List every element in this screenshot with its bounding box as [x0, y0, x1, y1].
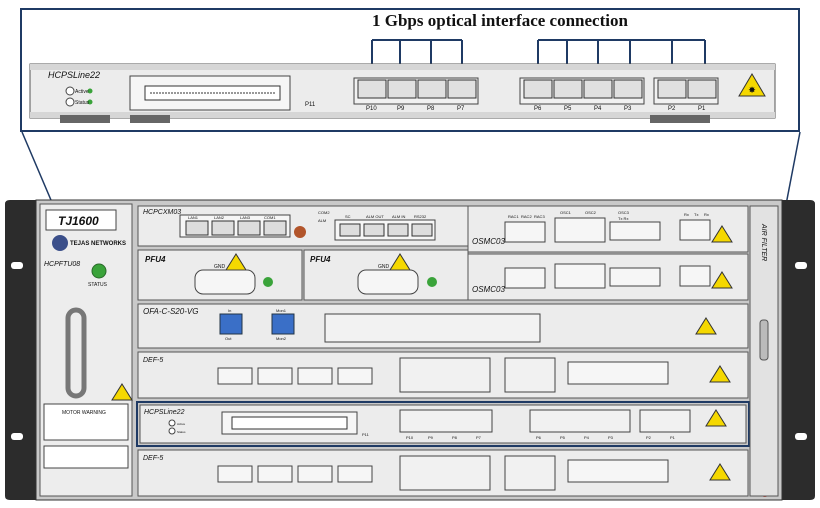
air-filter-label: AIR FILTER [760, 223, 767, 261]
cxm-port-lan1: LAN1 [188, 215, 199, 220]
lc-port-p4: P4 [584, 435, 590, 440]
line-card-warning-icon [705, 409, 727, 427]
pfu1-label: PFU4 [145, 255, 166, 264]
cxm-port-com1: COM1 [264, 215, 276, 220]
line-card-connector-label: P11 [362, 432, 370, 437]
port-label-p10: P10 [366, 106, 377, 112]
lc-port-p6: P6 [536, 435, 542, 440]
pfu2-gnd-label: GND [378, 264, 390, 270]
port-label-p9: P9 [397, 106, 405, 112]
model-label: TJ1600 [58, 214, 99, 228]
lc-port-p7: P7 [476, 435, 482, 440]
def1-warning-icon [709, 365, 731, 383]
def1-label: DEF-5 [143, 357, 163, 364]
ofa-label: OFA-C-S20-VG [143, 307, 198, 316]
osmc1-label: OSMC03 [472, 237, 505, 246]
ofa-warning-icon [695, 317, 717, 335]
cxm-port-rs232: RS232 [414, 214, 427, 219]
port-label-p7: P7 [457, 106, 465, 112]
def2-label: DEF-5 [143, 455, 163, 462]
fan-unit-label: HCPFTU08 [44, 261, 80, 268]
fan-status-label: STATUS [88, 282, 108, 288]
osmc-port-osc2: OSC2 [585, 210, 597, 215]
lc-port-p5: P5 [560, 435, 566, 440]
cxm-port-sc: SC [345, 214, 351, 219]
osmc-port-tx: Tx [694, 212, 698, 217]
cxm-port-alm-out: ALM OUT [366, 214, 384, 219]
rack-ear-right [782, 200, 815, 500]
warning-sticker [43, 403, 129, 441]
info-sticker [43, 445, 129, 469]
tejas-logo-icon [52, 235, 68, 251]
callout-title: 1 Gbps optical interface connection [372, 11, 628, 30]
line-card-status-status: Status [177, 430, 186, 434]
lc-port-p9: P9 [428, 435, 434, 440]
lc-port-p8: P8 [452, 435, 458, 440]
cxm-port-com2: COM2 [318, 210, 330, 215]
osmc-port-osc1: OSC1 [560, 210, 572, 215]
ofa-label-mon1: Mon1 [276, 308, 287, 313]
line-card-highlight [136, 401, 750, 447]
lc-port-p2: P2 [646, 435, 652, 440]
osmc1-warning-icon [711, 225, 733, 243]
line-card-status-active: Active [177, 422, 186, 426]
cxm-port-labels: LAN1 LAN2 LAN3 COM1 COM2 ALM SC ALM OUT … [188, 210, 427, 223]
cxm-port-lan2: LAN2 [214, 215, 225, 220]
pfu1-gnd-label: GND [214, 264, 226, 270]
brand-label: TEJAS NETWORKS [70, 241, 126, 247]
line-card-port-labels: P10 P9 P8 P7 P6 P5 P4 P3 P2 P1 [406, 435, 676, 440]
osmc-port-osc3: OSC3 [618, 210, 630, 215]
laser-warning-icon [738, 73, 766, 97]
fan-handle[interactable] [65, 307, 87, 399]
port-label-p4: P4 [594, 106, 602, 112]
port-label-p8: P8 [427, 106, 435, 112]
ofa-port-labels: In Out Mon1 Mon2 [225, 308, 287, 341]
osmc-port-rx2: Rx [704, 212, 709, 217]
port-label-p1: P1 [698, 106, 706, 112]
fan-status-led [91, 263, 107, 279]
callout-port-labels: P10 P9 P8 P7 P6 P5 P4 P3 P2 P1 [366, 106, 706, 112]
port-label-p3: P3 [624, 106, 632, 112]
ofa-port-in[interactable] [219, 313, 243, 335]
cxm-port-lan3: LAN3 [240, 215, 251, 220]
callout-status-status: Status [75, 100, 90, 106]
callout-status-active: Active [75, 89, 89, 95]
port-label-p5: P5 [564, 106, 572, 112]
callout-board: ✸ [29, 63, 776, 123]
pfu2-label: PFU4 [310, 255, 331, 264]
osmc-port-txrx: Tx Rx [618, 216, 628, 221]
ofa-port-mon[interactable] [271, 313, 295, 335]
ofa-label-mon2: Mon2 [276, 336, 287, 341]
warning-sticker-label: MOTOR WARNING [62, 410, 106, 416]
osmc-port-labels: RAC1 RAC2 RAC3 OSC1 OSC2 OSC3 Tx Rx Rx T… [508, 210, 709, 221]
def2-warning-icon [709, 463, 731, 481]
fan-warning-icon [111, 383, 133, 401]
port-label-p2: P2 [668, 106, 676, 112]
callout-connector-label: P11 [305, 102, 316, 108]
osmc2-warning-icon [711, 271, 733, 289]
osmc2-label: OSMC03 [472, 285, 505, 294]
svg-text:✸: ✸ [748, 85, 756, 95]
cxm-label: HCPCXM03 [143, 209, 181, 216]
ofa-label-out: Out [225, 336, 232, 341]
lc-port-p10: P10 [406, 435, 414, 440]
cxm-port-alm: ALM [318, 218, 326, 223]
port-label-p6: P6 [534, 106, 542, 112]
cxm-knob-icon [294, 226, 306, 238]
ofa-label-in: In [228, 308, 231, 313]
line-card-label: HCPSLine22 [144, 409, 185, 416]
rack-ear-left [5, 200, 36, 500]
osmc-port-rac2: RAC2 [521, 214, 532, 219]
model-plate [45, 209, 117, 231]
osmc-port-rac1: RAC1 [508, 214, 519, 219]
cxm-port-alm-in: ALM IN [392, 214, 405, 219]
osmc-port-rx1: Rx [684, 212, 689, 217]
osmc-port-rac3: RAC3 [534, 214, 545, 219]
lc-port-p3: P3 [608, 435, 614, 440]
lc-port-p1: P1 [670, 435, 676, 440]
callout-board-label: HCPSLine22 [48, 70, 100, 80]
